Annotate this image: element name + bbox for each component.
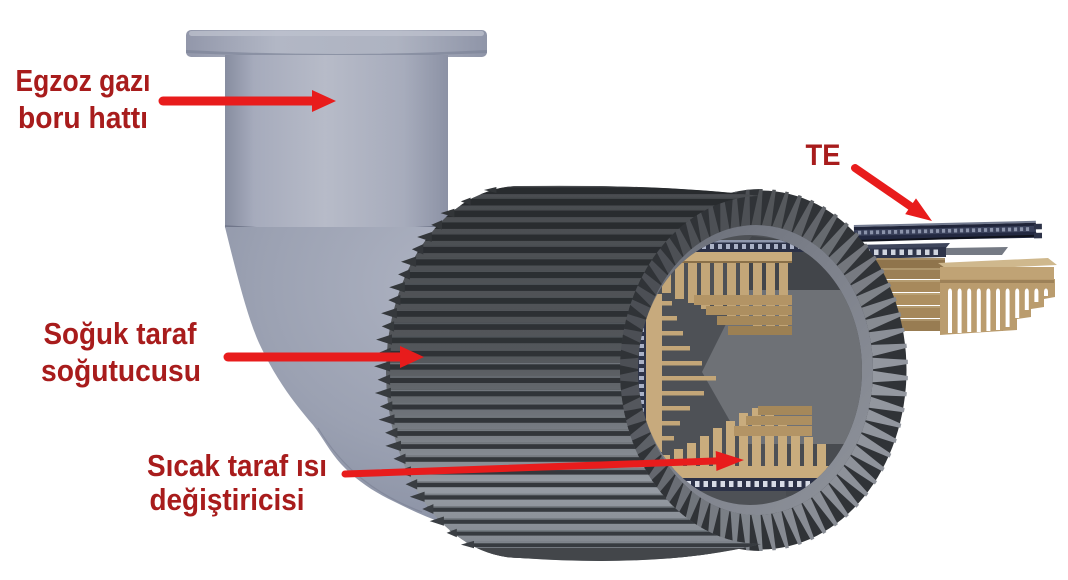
svg-text:Soğuk taraf: Soğuk taraf [44,316,198,351]
svg-text:soğutucusu: soğutucusu [41,353,201,388]
svg-text:boru hattı: boru hattı [18,100,148,135]
svg-text:Egzoz gazı: Egzoz gazı [16,63,151,98]
svg-text:Sıcak taraf ısı: Sıcak taraf ısı [147,448,327,483]
svg-text:değiştiricisi: değiştiricisi [150,482,305,517]
svg-text:TE: TE [806,139,841,172]
